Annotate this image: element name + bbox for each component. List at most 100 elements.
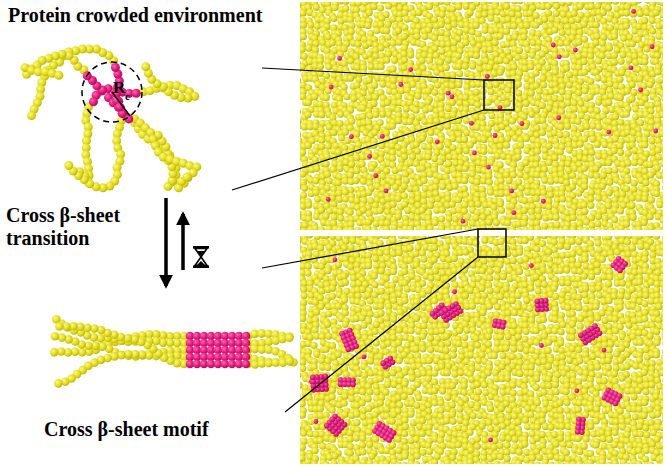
yellow-bead xyxy=(559,29,566,36)
yellow-bead xyxy=(438,21,445,28)
yellow-bead xyxy=(449,135,456,142)
yellow-bead xyxy=(326,123,333,130)
yellow-bead xyxy=(305,45,312,52)
yellow-bead xyxy=(305,142,312,149)
yellow-bead xyxy=(574,16,581,23)
yellow-bead xyxy=(658,76,665,83)
yellow-bead xyxy=(662,184,667,191)
yellow-bead xyxy=(323,94,330,101)
yellow-bead xyxy=(534,148,541,155)
yellow-bead xyxy=(390,15,397,22)
yellow-bead xyxy=(412,107,419,114)
yellow-bead xyxy=(385,34,392,41)
yellow-bead xyxy=(293,192,300,199)
yellow-bead xyxy=(461,185,468,192)
yellow-bead xyxy=(305,99,312,106)
yellow-bead xyxy=(473,22,480,29)
yellow-bead xyxy=(326,177,333,184)
yellow-bead xyxy=(541,16,548,23)
yellow-bead xyxy=(637,10,644,17)
yellow-bead xyxy=(377,4,384,11)
yellow-bead xyxy=(366,77,373,84)
simulation-panel xyxy=(292,0,667,235)
yellow-bead xyxy=(488,112,495,119)
yellow-bead xyxy=(403,105,410,112)
yellow-bead xyxy=(662,136,667,143)
yellow-bead xyxy=(377,44,384,51)
yellow-bead xyxy=(372,94,379,101)
yellow-bead xyxy=(331,4,338,11)
yellow-bead xyxy=(473,89,480,96)
yellow-bead xyxy=(383,56,390,63)
yellow-bead xyxy=(647,81,654,88)
yellow-bead xyxy=(649,137,656,144)
yellow-bead xyxy=(503,57,510,64)
yellow-bead xyxy=(427,129,434,136)
yellow-bead xyxy=(595,153,602,160)
yellow-bead xyxy=(414,148,421,155)
yellow-bead xyxy=(624,159,631,166)
yellow-bead xyxy=(444,123,451,130)
yellow-bead xyxy=(456,148,463,155)
yellow-bead xyxy=(517,142,524,149)
yellow-bead xyxy=(341,83,348,90)
yellow-bead xyxy=(534,44,541,51)
yellow-bead xyxy=(617,94,624,101)
yellow-bead xyxy=(466,9,473,16)
yellow-bead xyxy=(557,131,564,138)
yellow-bead xyxy=(522,159,529,166)
yellow-bead xyxy=(643,46,650,53)
yellow-bead xyxy=(611,166,618,173)
yellow-bead xyxy=(455,3,462,10)
yellow-bead xyxy=(421,33,428,40)
yellow-bead xyxy=(311,93,318,100)
yellow-bead xyxy=(431,89,438,96)
yellow-bead xyxy=(323,72,330,79)
yellow-bead xyxy=(559,88,566,95)
yellow-bead xyxy=(594,33,601,40)
yellow-bead xyxy=(330,129,337,136)
yellow-bead xyxy=(443,64,450,71)
yellow-bead xyxy=(533,155,540,162)
yellow-bead xyxy=(581,69,588,76)
yellow-bead xyxy=(348,118,355,125)
yellow-bead xyxy=(438,94,445,101)
yellow-bead xyxy=(293,160,300,167)
yellow-bead xyxy=(638,99,645,106)
yellow-bead xyxy=(534,171,541,178)
yellow-bead xyxy=(368,165,375,172)
yellow-bead xyxy=(659,11,666,18)
yellow-bead xyxy=(401,183,408,190)
yellow-bead xyxy=(353,82,360,89)
yellow-bead xyxy=(611,52,618,59)
yellow-bead xyxy=(594,141,601,148)
yellow-bead xyxy=(631,159,638,166)
yellow-bead xyxy=(649,17,656,24)
yellow-bead xyxy=(504,135,511,142)
yellow-bead xyxy=(330,15,337,22)
yellow-bead xyxy=(630,89,637,96)
yellow-bead xyxy=(606,80,613,87)
yellow-bead xyxy=(479,93,486,100)
yellow-bead xyxy=(539,75,546,82)
yellow-bead xyxy=(536,88,543,95)
yellow-bead xyxy=(355,41,362,48)
yellow-bead xyxy=(522,100,529,107)
yellow-bead xyxy=(581,106,588,113)
yellow-bead xyxy=(347,75,354,82)
yellow-bead xyxy=(523,135,530,142)
yellow-bead xyxy=(355,0,362,7)
yellow-bead xyxy=(592,39,599,46)
yellow-bead xyxy=(511,63,518,70)
yellow-bead xyxy=(389,123,396,130)
yellow-bead xyxy=(541,166,548,173)
yellow-bead xyxy=(518,184,525,191)
yellow-bead xyxy=(292,171,299,178)
yellow-bead xyxy=(424,99,431,106)
yellow-bead xyxy=(451,21,458,28)
yellow-bead xyxy=(294,131,301,138)
yellow-bead xyxy=(384,99,391,106)
yellow-bead xyxy=(647,171,654,178)
yellow-bead xyxy=(456,70,463,77)
yellow-bead xyxy=(359,113,366,120)
